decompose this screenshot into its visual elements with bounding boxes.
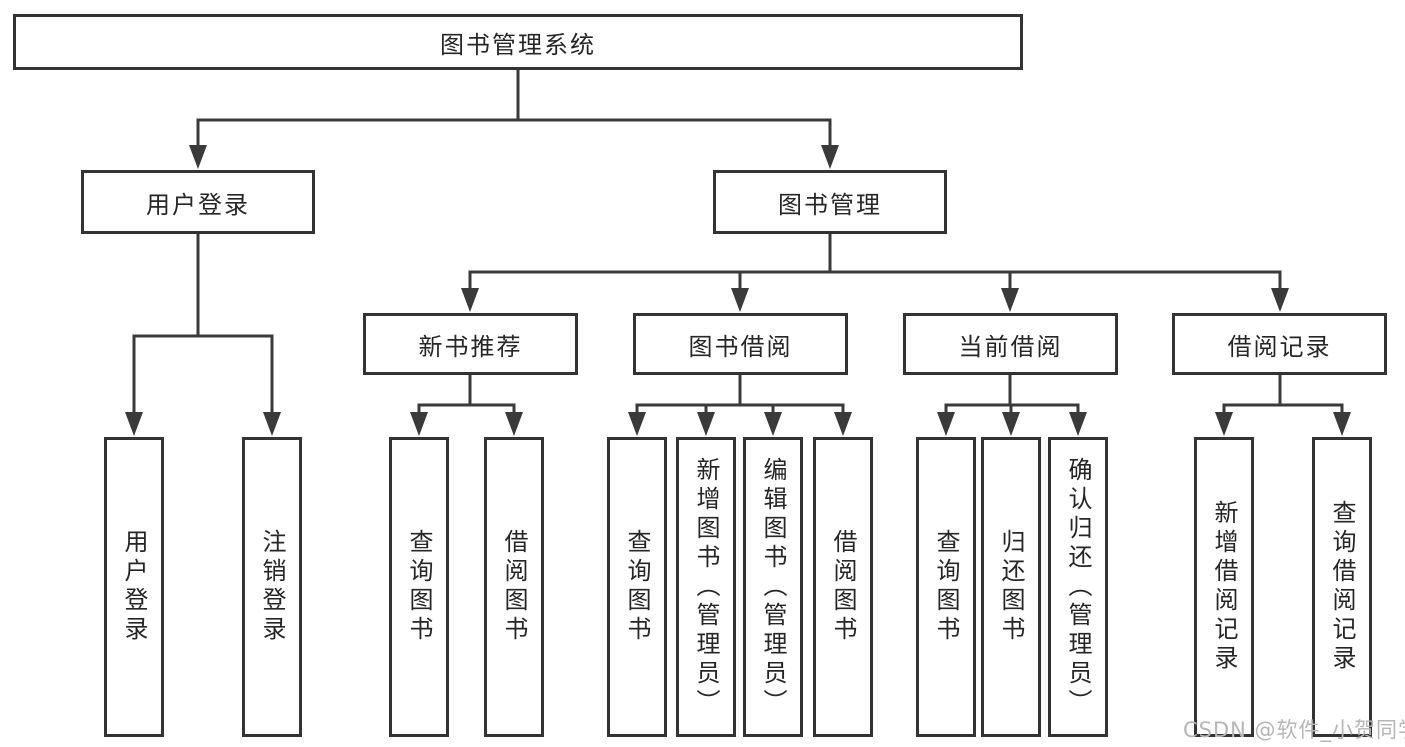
node-label: 借阅记录 (1227, 332, 1332, 361)
node-label: 查询图书 (932, 529, 960, 645)
leaf-recommend-query-books: 查询图书 (389, 437, 449, 737)
leaf-records-add-borrow-record: 新增借阅记录 (1194, 437, 1254, 737)
node-new-book-recommendation: 新书推荐 (363, 313, 578, 375)
leaf-current-return-books: 归还图书 (981, 437, 1041, 737)
node-label: 借阅图书 (500, 529, 528, 645)
node-label: 查询图书 (623, 529, 651, 645)
leaf-current-confirm-return-admin: 确认归还（管理员） (1048, 437, 1108, 737)
node-library-management-system: 图书管理系统 (13, 14, 1023, 70)
node-book-management: 图书管理 (713, 170, 947, 234)
node-label: 编辑图书（管理员） (759, 456, 787, 718)
node-label: 归还图书 (997, 529, 1025, 645)
node-label: 图书管理 (778, 190, 882, 219)
node-book-borrowing: 图书借阅 (633, 313, 848, 375)
leaf-borrowing-edit-books-admin: 编辑图书（管理员） (743, 437, 803, 737)
watermark: CSDN @软件_小贺同学 (1183, 718, 1405, 742)
leaf-borrowing-query-books: 查询图书 (607, 437, 667, 737)
node-label: 查询借阅记录 (1328, 500, 1356, 674)
arrowhead-icons (125, 145, 1351, 436)
node-borrowing-records: 借阅记录 (1172, 313, 1387, 375)
node-label: 确认归还（管理员） (1064, 456, 1092, 718)
node-label: 图书管理系统 (440, 30, 596, 59)
node-label: 图书借阅 (688, 332, 793, 361)
leaf-user-login: 用户登录 (104, 437, 164, 737)
leaf-logout: 注销登录 (242, 437, 302, 737)
node-current-borrowing: 当前借阅 (903, 313, 1118, 375)
node-user-login: 用户登录 (81, 170, 315, 234)
node-label: 查询图书 (405, 529, 433, 645)
leaf-borrowing-borrow-books: 借阅图书 (813, 437, 873, 737)
leaf-current-query-books: 查询图书 (916, 437, 976, 737)
node-label: 新增图书（管理员） (692, 456, 720, 718)
node-label: 当前借阅 (958, 332, 1063, 361)
node-label: 新书推荐 (418, 332, 523, 361)
leaf-recommend-borrow-books: 借阅图书 (484, 437, 544, 737)
leaf-records-query-borrow-record: 查询借阅记录 (1312, 437, 1372, 737)
node-label: 借阅图书 (829, 529, 857, 645)
node-label: 注销登录 (258, 529, 286, 645)
leaf-borrowing-add-books-admin: 新增图书（管理员） (676, 437, 736, 737)
node-label: 新增借阅记录 (1210, 500, 1238, 674)
tree-edges (132, 70, 1344, 415)
node-label: 用户登录 (146, 190, 250, 219)
node-label: 用户登录 (120, 529, 148, 645)
